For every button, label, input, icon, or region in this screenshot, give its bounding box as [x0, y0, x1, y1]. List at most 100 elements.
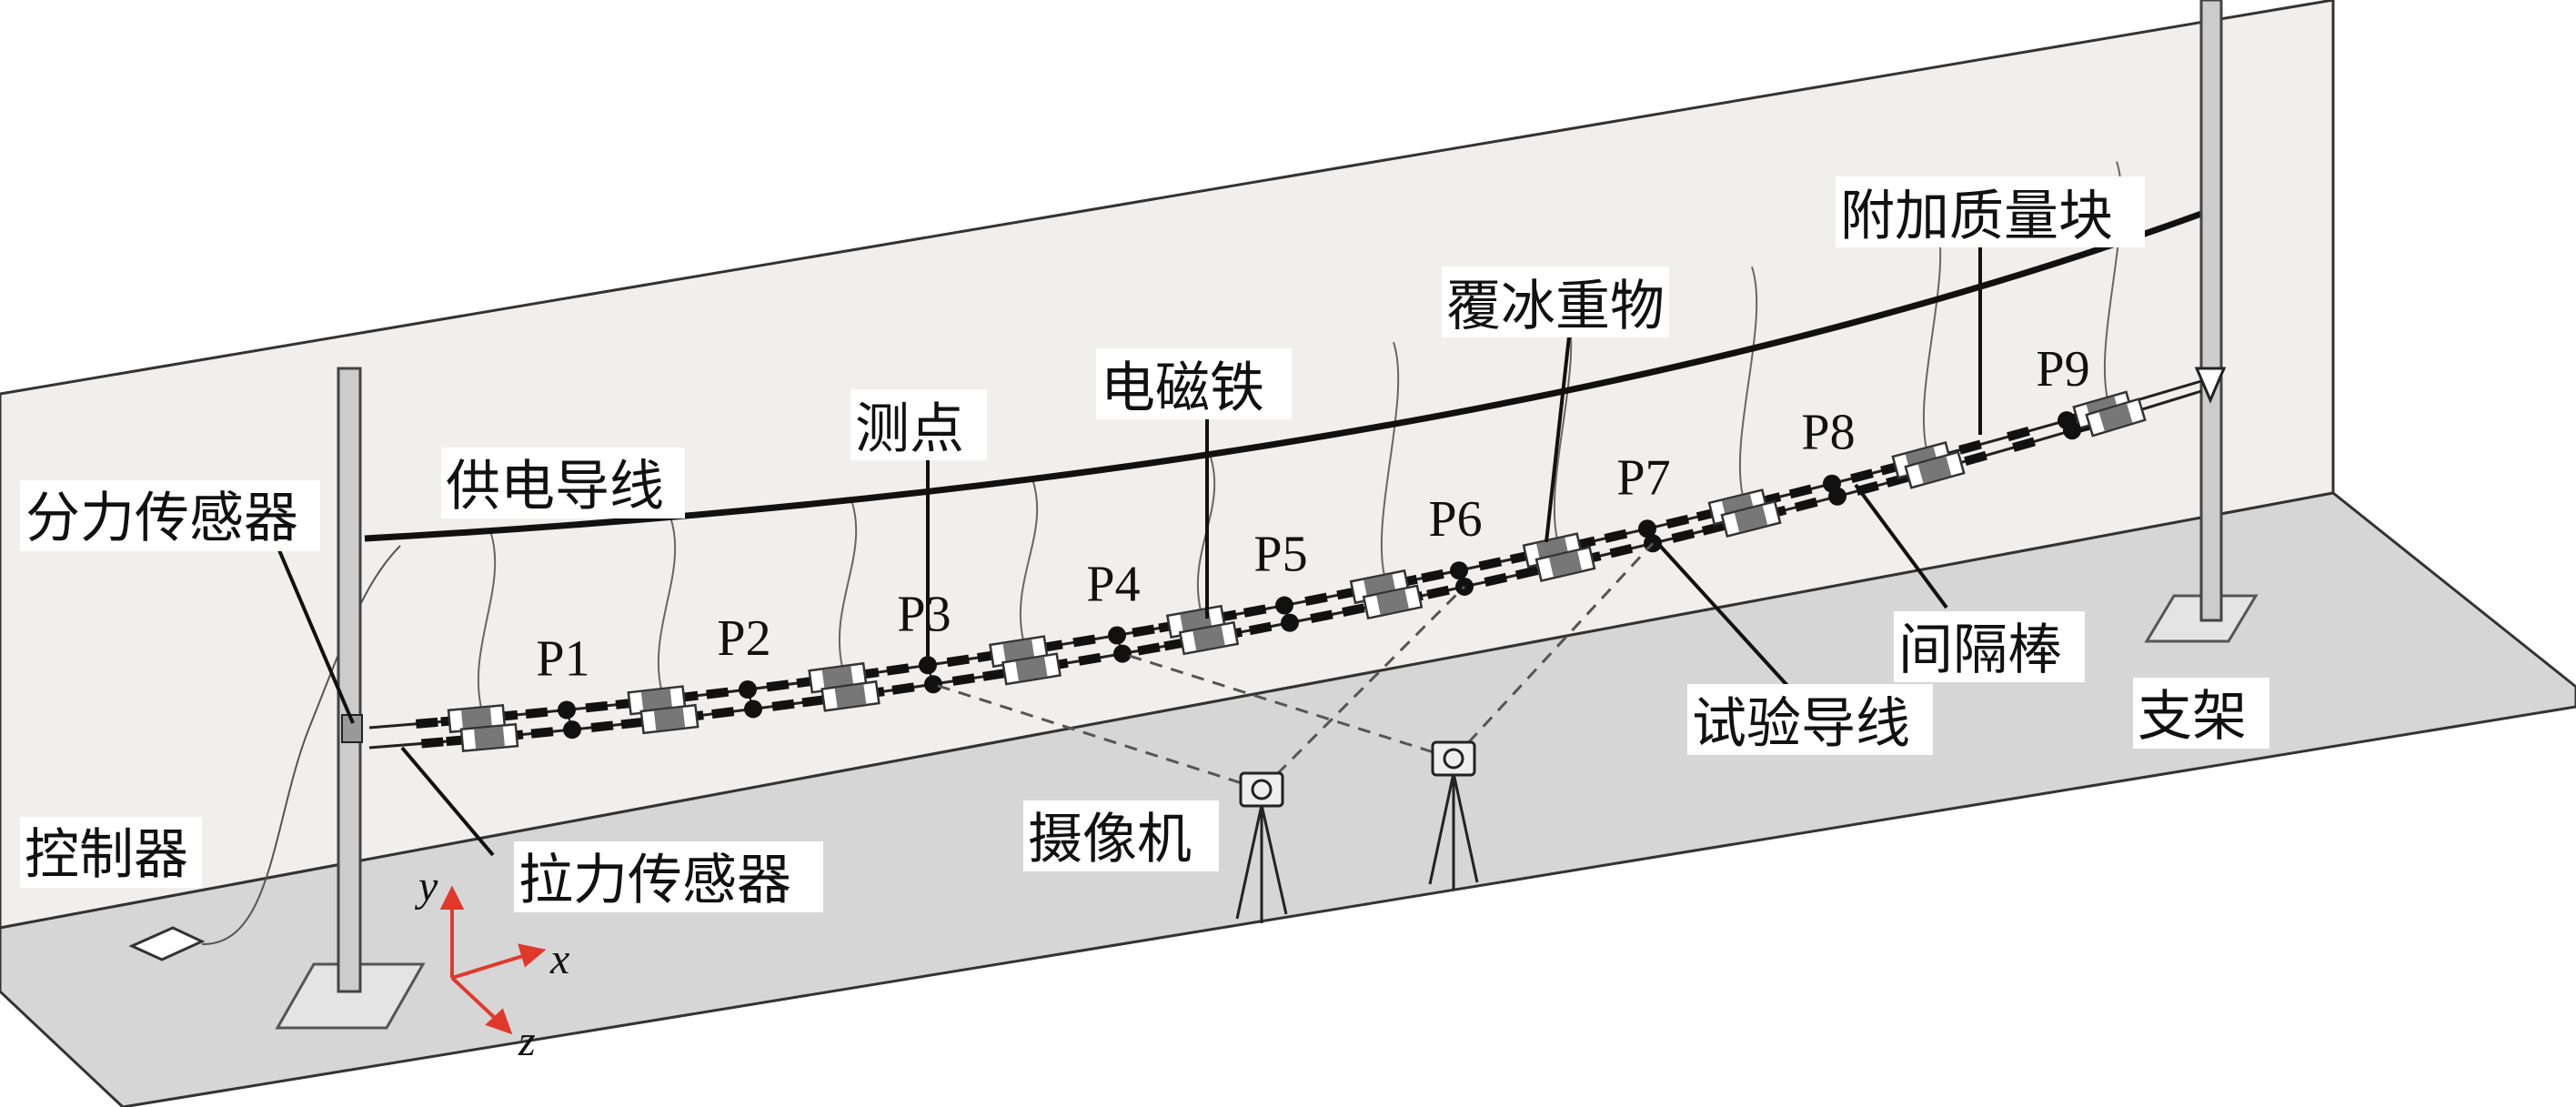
electromagnet-dash: [1248, 621, 1273, 636]
ice-weight-core: [1734, 505, 1768, 533]
ice-weight-core: [2098, 403, 2133, 432]
spacer-bar: [1646, 528, 1654, 544]
label-text: 供电导线: [446, 455, 664, 518]
ice-weight-block: [1904, 450, 1966, 489]
camera-sight-line: [1452, 542, 1655, 760]
spacer-bar: [1116, 635, 1123, 654]
electromagnet-dash: [1665, 514, 1690, 529]
left-pole: [337, 367, 362, 993]
right-pole: [2199, 0, 2223, 622]
ice-weight-block: [1535, 546, 1596, 582]
ice-weight-block: [2085, 398, 2147, 438]
label-force-component-sensor: 分力传感器: [20, 480, 320, 551]
hanging-wire: [838, 499, 858, 668]
electromagnet-dash: [420, 737, 444, 749]
ice-weight-core: [1917, 456, 1952, 484]
electromagnet-dash: [951, 673, 975, 686]
electromagnet-dash: [585, 700, 609, 713]
label-text: 控制器: [25, 823, 188, 887]
coordinate-axes: [439, 885, 547, 1035]
electromagnet-dash: [2007, 427, 2030, 442]
electromagnet-dash: [1794, 497, 1818, 512]
right-clamp: [2194, 367, 2227, 404]
electromagnet-dash: [1078, 652, 1102, 666]
electromagnet-dash: [706, 687, 730, 699]
leader-ice-weight: [1545, 336, 1571, 543]
electromagnet-dash: [1304, 592, 1328, 607]
label-measuring-point: 测点: [850, 389, 987, 461]
electromagnet-dash: [1609, 543, 1634, 559]
hanging-wire: [1380, 341, 1400, 577]
electromagnet-dash: [1132, 624, 1155, 638]
electromagnet-dash: [891, 682, 915, 695]
hanging-wire: [657, 517, 677, 690]
ice-weight-core: [1002, 639, 1035, 664]
electromagnet-dash: [801, 695, 825, 708]
electromagnet-dash: [1701, 521, 1726, 536]
controller-cable: [201, 545, 401, 946]
electromagnet-dash: [1072, 634, 1096, 648]
electromagnet-dash: [530, 727, 554, 739]
camera-sight-line: [1260, 585, 1466, 791]
label-text: 覆冰重物: [1446, 275, 1665, 338]
ice-weight-block: [1178, 620, 1240, 656]
electromagnet-dash: [1671, 528, 1696, 543]
leader-spacer: [1854, 483, 1948, 609]
ice-weight-core: [834, 684, 867, 709]
electromagnet-dash: [1958, 439, 1982, 455]
measuring-point-label-P3: P3: [897, 586, 951, 642]
camera-sight-line: [1122, 652, 1454, 760]
electromagnet-dash: [1788, 484, 1813, 499]
electromagnet-dash: [946, 654, 970, 668]
axis-label-z: z: [518, 1017, 536, 1065]
spacer-bar: [566, 709, 573, 730]
label-text: 分力传感器: [25, 487, 298, 550]
electromagnet-dash: [1421, 569, 1444, 583]
hanging-wire: [477, 530, 497, 709]
electromagnet-dash: [1137, 642, 1161, 656]
electromagnet-dash: [525, 707, 548, 719]
label-camera: 摄像机: [1023, 800, 1219, 871]
spacer-bar: [747, 689, 754, 709]
label-controller: 控制器: [20, 817, 202, 888]
label-supply-wire: 供电导线: [441, 448, 685, 518]
measuring-point-label-P8: P8: [1801, 405, 1855, 461]
spacer-bar: [2066, 419, 2073, 431]
spacer-bar: [1831, 483, 1838, 498]
label-tension-sensor: 拉力传感器: [514, 841, 823, 912]
electromagnet-dash: [2012, 437, 2036, 452]
hanging-wire: [1738, 266, 1758, 497]
electromagnet-dash: [766, 679, 790, 692]
camera-sight-line: [932, 682, 1263, 791]
ice-weight-core: [821, 666, 854, 690]
electromagnet-dash: [590, 720, 614, 732]
hanging-wire: [1019, 478, 1039, 641]
ice-weight-core: [1548, 550, 1583, 578]
camera-1: [1235, 771, 1288, 923]
electromagnet-dash: [711, 707, 735, 719]
electromagnet-dash: [1850, 468, 1874, 484]
ice-weight-block: [639, 703, 699, 735]
ice-weight-block: [1720, 499, 1782, 538]
camera-icon: [1239, 771, 1284, 808]
label-support: 支架: [2133, 678, 2269, 749]
electromagnet-dash: [1604, 528, 1628, 543]
electromagnet-dash: [1484, 572, 1508, 587]
electromagnet-dash: [415, 717, 438, 729]
measuring-point-label-P1: P1: [536, 631, 589, 688]
measuring-point-label-P9: P9: [2036, 341, 2089, 398]
camera-2: [1428, 740, 1479, 890]
electromagnet-dash: [886, 663, 910, 676]
controller-box: [128, 926, 206, 961]
electromagnet-dash: [1964, 450, 1987, 467]
label-added-mass: 附加质量块: [1836, 176, 2145, 248]
ice-weight-block: [447, 704, 507, 734]
electromagnet-dash: [982, 669, 1006, 681]
ice-weight-core: [653, 707, 686, 731]
supply-wire: [364, 210, 2203, 542]
label-text: 支架: [2138, 685, 2247, 749]
conductor-features: [415, 390, 2147, 753]
axis-label-y: y: [414, 862, 438, 911]
ice-weight-core: [640, 689, 673, 712]
